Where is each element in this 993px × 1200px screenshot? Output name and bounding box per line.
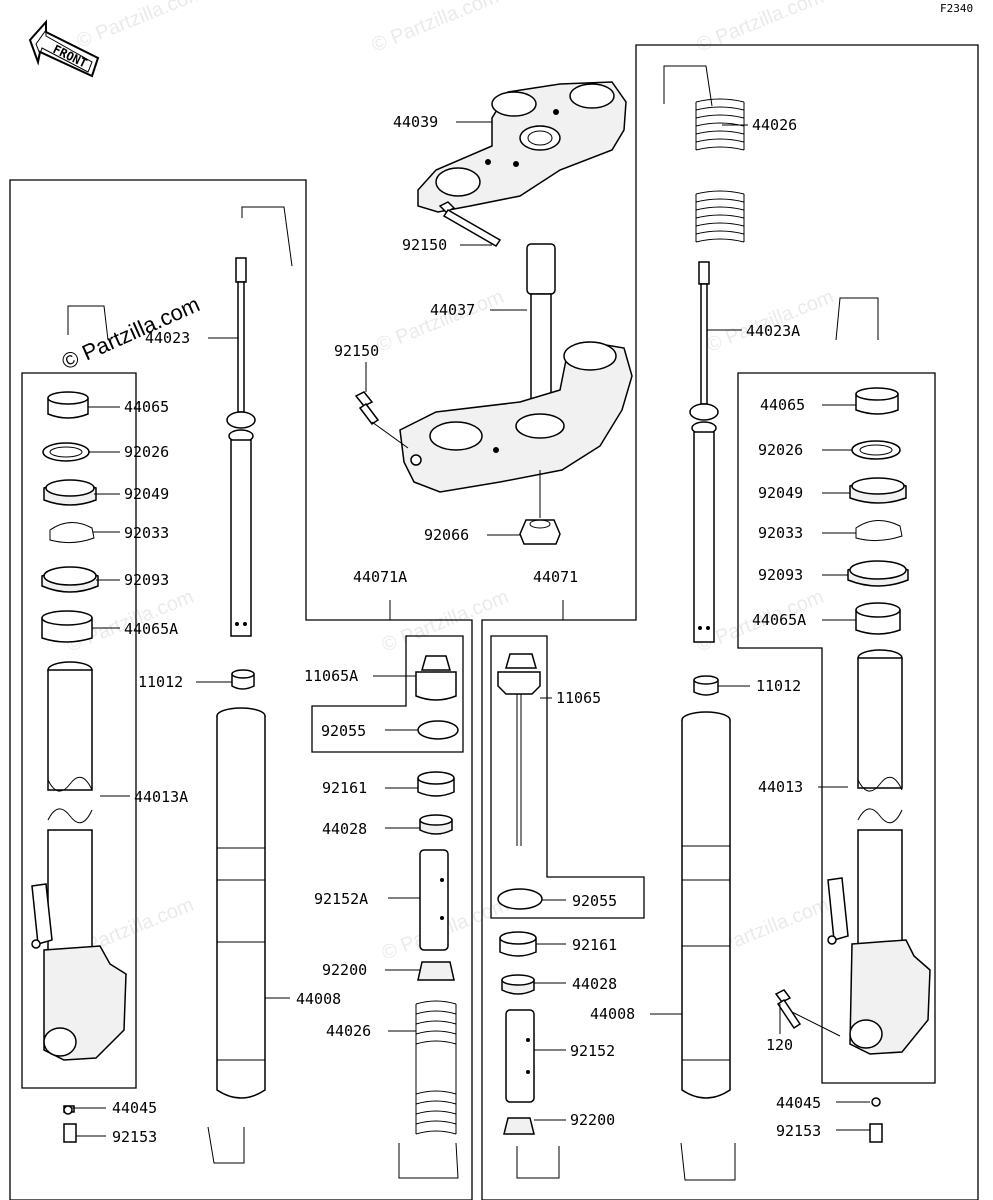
leader-lines xyxy=(72,121,870,1137)
label-44065-right: 44065 xyxy=(760,396,805,414)
label-92200-right: 92200 xyxy=(570,1111,615,1129)
outer-tube-44008-left xyxy=(216,707,266,1099)
label-44026-left: 44026 xyxy=(326,1022,371,1040)
part-labels: 44039 92150 44037 92150 92066 44026 4402… xyxy=(112,113,821,1146)
label-44008-left: 44008 xyxy=(296,990,341,1008)
steering-stem-lower-clamp xyxy=(399,243,633,493)
label-44039: 44039 xyxy=(393,113,438,131)
bushing-11012-left xyxy=(231,669,255,690)
spring-44026-top xyxy=(695,98,745,243)
bolt-92150-top xyxy=(438,201,502,248)
group-boxes xyxy=(9,44,979,1200)
diagram-code: F2340 xyxy=(940,2,973,15)
nut-92066 xyxy=(519,519,561,545)
label-11012-left: 11012 xyxy=(138,673,183,691)
label-44013A: 44013A xyxy=(134,788,188,806)
label-44065A-right: 44065A xyxy=(752,611,806,629)
label-11012-right: 11012 xyxy=(756,677,801,695)
label-44065-left: 44065 xyxy=(124,398,169,416)
washer-44045-right xyxy=(871,1097,881,1107)
label-44071: 44071 xyxy=(533,568,578,586)
label-92152A: 92152A xyxy=(314,890,368,908)
label-11065: 11065 xyxy=(556,689,601,707)
label-92153-right: 92153 xyxy=(776,1122,821,1140)
label-92150-top: 92150 xyxy=(402,236,447,254)
oring-92055-right xyxy=(497,888,543,910)
label-44045-left: 44045 xyxy=(112,1099,157,1117)
label-92055-right: 92055 xyxy=(572,892,617,910)
label-92153-left: 92153 xyxy=(112,1128,157,1146)
right-seal-stack xyxy=(847,387,909,635)
label-44026-top: 44026 xyxy=(752,116,797,134)
label-44013: 44013 xyxy=(758,778,803,796)
bolt-92153-right xyxy=(869,1123,883,1143)
svg-text:© Partzilla.com: © Partzilla.com xyxy=(74,0,207,53)
label-92026-left: 92026 xyxy=(124,443,169,461)
bolt-120 xyxy=(774,989,802,1030)
svg-text:© Partzilla.com: © Partzilla.com xyxy=(369,0,502,57)
upper-triple-clamp xyxy=(417,81,627,213)
label-92026-right: 92026 xyxy=(758,441,803,459)
label-92093-left: 92093 xyxy=(124,571,169,589)
washer-44045-left xyxy=(63,1105,73,1115)
svg-text:© Partzilla.com: © Partzilla.com xyxy=(694,0,827,57)
label-92049-right: 92049 xyxy=(758,484,803,502)
label-44008-right: 44008 xyxy=(590,1005,635,1023)
label-92049-left: 92049 xyxy=(124,485,169,503)
label-92093-right: 92093 xyxy=(758,566,803,584)
break-lines xyxy=(67,65,879,1181)
label-11065A: 11065A xyxy=(304,667,358,685)
bolt-92150-lower xyxy=(354,391,380,426)
inner-tube-44013A xyxy=(31,661,127,1143)
label-120: 120 xyxy=(766,1036,793,1054)
damper-rod-44023A xyxy=(689,261,719,643)
label-92200-left: 92200 xyxy=(322,961,367,979)
label-44028-left: 44028 xyxy=(322,820,367,838)
label-92033-left: 92033 xyxy=(124,524,169,542)
outer-tube-44008-right xyxy=(681,711,731,1099)
label-44071A: 44071A xyxy=(353,568,407,586)
label-92150-lower: 92150 xyxy=(334,342,379,360)
cap-11065 xyxy=(497,653,541,846)
svg-text:© Partzilla.com: © Partzilla.com xyxy=(379,586,512,657)
center-right-stack xyxy=(499,931,537,1135)
label-92055-left: 92055 xyxy=(321,722,366,740)
label-92161-left: 92161 xyxy=(322,779,367,797)
label-92033-right: 92033 xyxy=(758,524,803,542)
cap-11065A xyxy=(415,655,457,701)
label-92161-right: 92161 xyxy=(572,936,617,954)
bushing-11012-right xyxy=(693,675,719,696)
svg-text:© Partzilla.com: © Partzilla.com xyxy=(374,286,507,357)
damper-rod-44023 xyxy=(226,257,256,637)
label-92066: 92066 xyxy=(424,526,469,544)
center-left-stack xyxy=(415,771,457,1135)
label-44045-right: 44045 xyxy=(776,1094,821,1112)
label-92152: 92152 xyxy=(570,1042,615,1060)
label-44028-right: 44028 xyxy=(572,975,617,993)
label-44037: 44037 xyxy=(430,301,475,319)
label-44023A: 44023A xyxy=(746,322,800,340)
left-seal-stack xyxy=(41,391,99,643)
label-44065A-left: 44065A xyxy=(124,620,178,638)
inner-tube-44013 xyxy=(827,649,931,1055)
label-44023: 44023 xyxy=(145,329,190,347)
oring-92055-left xyxy=(417,720,459,740)
